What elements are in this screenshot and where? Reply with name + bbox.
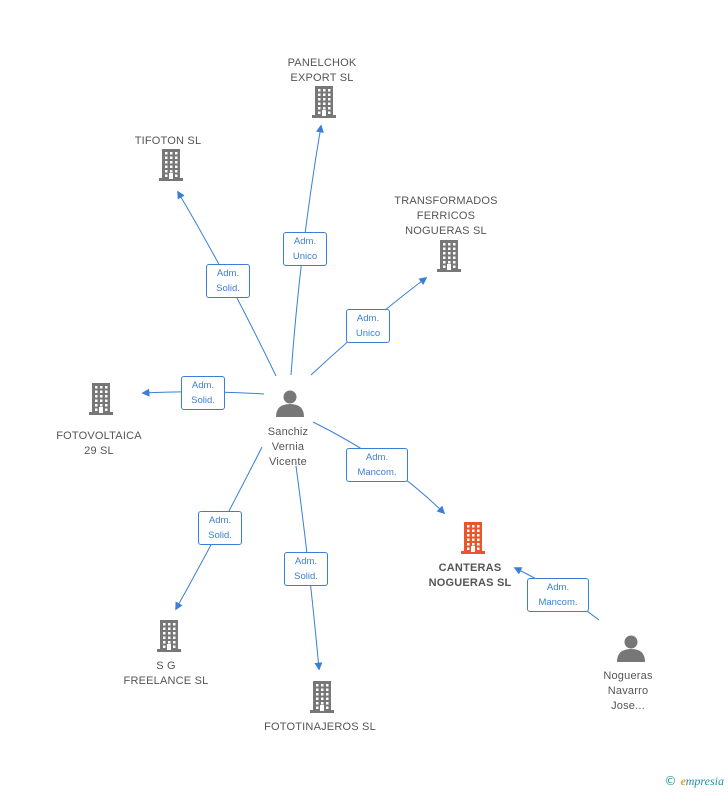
building-icon-fototinajeros[interactable] <box>310 681 334 713</box>
person-icon-sanchiz[interactable] <box>276 390 304 418</box>
edge-label-sanchiz-fototinajeros: Adm.Solid. <box>284 552 328 586</box>
edge-label-nogueras-canteras: Adm.Mancom. <box>527 578 589 612</box>
edge-label-sanchiz-transformados: Adm.Unico <box>346 309 390 343</box>
building-icon-panelchok[interactable] <box>312 86 336 118</box>
copyright-symbol: © <box>664 774 677 788</box>
edge-label-sanchiz-tifoton: Adm.Solid. <box>206 264 250 298</box>
edge-label-sanchiz-panelchok: Adm.Unico <box>283 232 327 266</box>
edge-label-sanchiz-canteras: Adm.Mancom. <box>346 448 408 482</box>
person-icon-nogueras[interactable] <box>617 635 645 663</box>
building-icon-fotovoltaica[interactable] <box>89 383 113 415</box>
brand-initial: e <box>680 774 686 788</box>
edge-label-sanchiz-fotovoltaica: Adm.Solid. <box>181 376 225 410</box>
building-icon-sg[interactable] <box>157 620 181 652</box>
edge-label-sanchiz-sg: Adm.Solid. <box>198 511 242 545</box>
building-icon-canteras[interactable] <box>461 522 485 554</box>
building-icon-transformados[interactable] <box>437 240 461 272</box>
empresia-logo[interactable]: ©empresia <box>664 774 724 789</box>
node-label-tifoton[interactable]: TIFOTON SL <box>134 135 202 147</box>
node-label-fototinajeros[interactable]: FOTOTINAJEROS SL <box>264 721 376 733</box>
building-icon-tifoton[interactable] <box>159 149 183 181</box>
brand-name: mpresia <box>685 774 724 788</box>
